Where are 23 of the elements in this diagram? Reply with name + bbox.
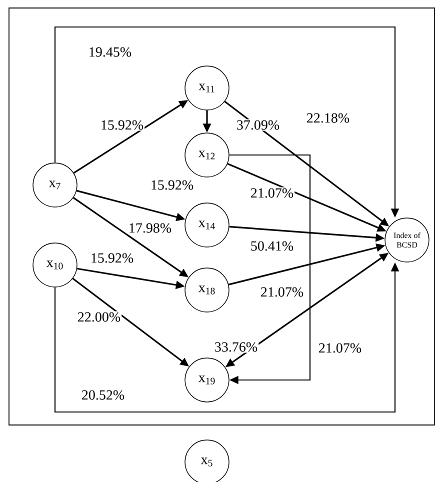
edge-label: 21.07% (317, 342, 363, 354)
edge-label: 15.92% (99, 119, 145, 131)
circle-node: x$_{19}$ (184, 358, 230, 402)
edge-label: 33.76% (213, 341, 259, 353)
circle-node: Index of BCSD (384, 218, 430, 262)
circle-node: x$_{18}$ (184, 268, 230, 312)
circle-node: x$_{14}$ (184, 202, 230, 248)
circle-node: x$_{10}$ (32, 242, 78, 288)
arrow (229, 154, 311, 384)
edge-label: 37.09% (235, 119, 281, 131)
edge-label: 20.52% (80, 389, 126, 401)
value-label: 22.18% (307, 113, 350, 123)
edge-label: 22.00% (76, 311, 122, 323)
edge-label: 15.92% (149, 179, 195, 191)
edge-label: 21.07% (249, 187, 295, 199)
edge-label: 17.98% (127, 222, 173, 234)
circle-node: x$_{11}$ (184, 66, 230, 110)
edge-label: 21.07% (259, 286, 305, 298)
circle-node: x$_{7}$ (32, 162, 78, 208)
edge-label: 19.45% (87, 46, 133, 58)
circle-node: x$_{12}$ (184, 132, 230, 178)
edge-label: 50.41% (249, 240, 295, 252)
edge-label: 15.92% (89, 252, 135, 264)
